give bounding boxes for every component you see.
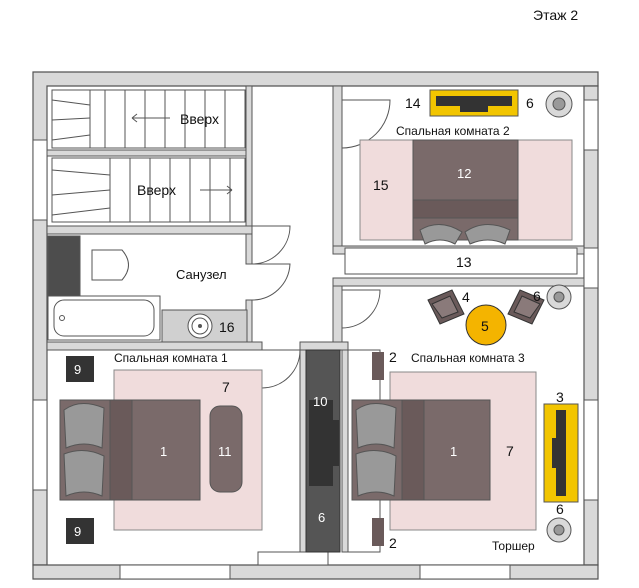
item-10: 10 [313,394,327,409]
room-label-bedroom3: Спальная комната 3 [411,351,525,365]
toilet-icon [91,249,129,281]
armchair-icon [427,289,545,325]
item-15: 15 [373,177,389,193]
tv-icon [436,96,512,106]
item-4: 4 [462,289,470,305]
bed-bedroom2 [412,139,519,241]
item-2-bottom: 2 [389,535,397,551]
item-13: 13 [456,254,472,270]
nightstand-2-top [372,352,384,380]
item-12: 12 [457,166,471,181]
item-3: 3 [556,389,564,405]
coffee-table-5 [465,304,507,346]
item-14: 14 [405,95,421,111]
nightstand-9-bottom [66,518,94,544]
wardrobe-bedroom2 [344,247,578,275]
bathroom [47,235,248,343]
tv-icon-3 [556,410,566,496]
item-1-right: 1 [450,444,457,459]
item-9-bottom: 9 [74,524,81,539]
room-label-bedroom1: Спальная комната 1 [114,351,228,365]
room-label-bedroom2: Спальная комната 2 [396,124,510,138]
staircase [51,89,246,223]
item-9-top: 9 [74,362,81,377]
item-6-bottom: 6 [556,501,564,517]
item-16: 16 [219,319,235,335]
item-1-left: 1 [160,444,167,459]
room-label-bathroom: Санузел [176,267,227,282]
bench-11 [209,405,243,493]
item-6-wardrobe: 6 [318,510,325,525]
floor-lamp-label: Торшер [492,539,535,553]
nightstand-9-top [66,356,94,382]
item-6-top: 6 [526,95,534,111]
item-11: 11 [218,444,232,459]
tv-icon-10 [309,400,333,486]
stairs-up-label-2: Вверх [137,182,176,198]
item-6-mid: 6 [533,288,541,304]
floor-title: Этаж 2 [533,7,578,23]
nightstand-2-bottom [372,518,384,546]
item-2-top: 2 [389,349,397,365]
item-7-left: 7 [222,379,230,395]
item-5: 5 [481,318,489,334]
windows [32,99,599,580]
item-7-right: 7 [506,443,514,459]
bathtub-icon [53,299,155,337]
stairs-up-label-1: Вверх [180,111,219,127]
doors [251,99,391,389]
